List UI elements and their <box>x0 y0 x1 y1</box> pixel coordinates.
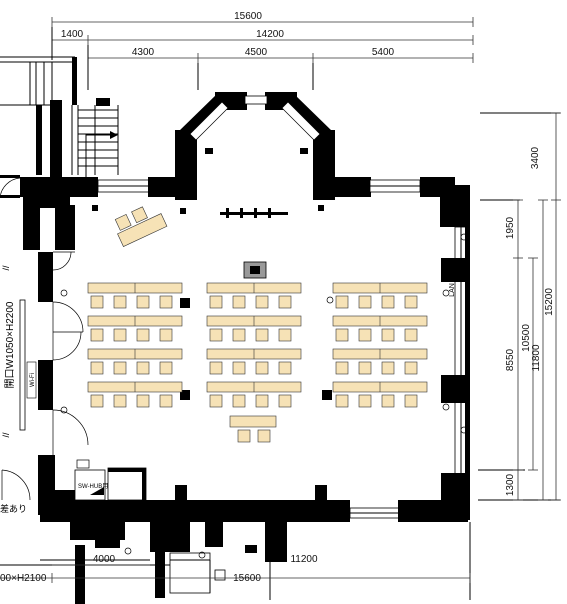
chair <box>255 361 269 375</box>
chair <box>335 361 349 375</box>
chair <box>159 295 173 309</box>
chair <box>159 361 173 375</box>
chair <box>209 295 223 309</box>
dim-seg1: 4300 <box>132 47 155 58</box>
sw-hub-label: SW-HUB用 <box>78 483 108 490</box>
dim-right-8550: 8550 <box>505 348 516 371</box>
dim-top-total: 15600 <box>234 11 262 22</box>
door-size-label: 開口W1050×H2200 <box>4 301 16 388</box>
chair <box>257 429 271 443</box>
break-mark-2: // <box>1 432 11 438</box>
break-mark-1: // <box>1 265 11 271</box>
chair <box>90 361 104 375</box>
chair <box>113 328 127 342</box>
chair <box>358 394 372 408</box>
chair <box>404 394 418 408</box>
chair <box>159 328 173 342</box>
chair <box>159 394 173 408</box>
chair <box>404 295 418 309</box>
chair <box>90 328 104 342</box>
front-table <box>229 415 277 428</box>
chair <box>209 394 223 408</box>
chair <box>136 295 150 309</box>
chair <box>136 361 150 375</box>
chair <box>335 328 349 342</box>
chair <box>381 295 395 309</box>
bottom-dimensions: 00×H2100 15600 4000 11200 <box>0 554 471 584</box>
dim-right-1300: 1300 <box>505 473 516 496</box>
chair <box>381 361 395 375</box>
chair <box>136 328 150 342</box>
chair <box>136 394 150 408</box>
chair <box>113 295 127 309</box>
dim-top-right: 14200 <box>256 29 284 40</box>
chair <box>358 328 372 342</box>
seating-layout <box>87 282 428 443</box>
labels: 開口W1050×H2200 Wi-Fi LAN SW-HUB用 差あり // /… <box>0 265 456 514</box>
chair <box>255 328 269 342</box>
chair <box>232 394 246 408</box>
dim-top-left: 1400 <box>61 29 84 40</box>
chair <box>278 394 292 408</box>
chair <box>404 328 418 342</box>
left-doors <box>1 251 89 501</box>
dim-right-1950: 1950 <box>505 216 516 239</box>
chair <box>255 394 269 408</box>
room-walls <box>0 92 471 604</box>
chair <box>278 361 292 375</box>
right-dimensions: 3400 1950 8550 10500 11800 15200 1300 <box>478 112 561 501</box>
dim-right-10500: 10500 <box>521 324 532 352</box>
reception-desk <box>114 206 168 247</box>
top-dimensions: 15600 1400 14200 4300 4500 5400 <box>51 11 474 90</box>
wifi-label: Wi-Fi <box>30 373 36 387</box>
dim-bottom-4000: 4000 <box>93 554 116 565</box>
dim-right-top: 3400 <box>530 146 541 169</box>
dim-seg2: 4500 <box>245 47 268 58</box>
dim-bottom-11200: 11200 <box>290 554 318 565</box>
chair <box>255 295 269 309</box>
chair <box>232 295 246 309</box>
chair <box>209 328 223 342</box>
staircase <box>0 56 119 199</box>
dim-right-15200: 15200 <box>544 288 555 316</box>
door-size-bottom: 00×H2100 <box>0 573 47 584</box>
chair <box>113 394 127 408</box>
step-label: 差あり <box>0 503 27 514</box>
dim-bottom-15600: 15600 <box>233 573 261 584</box>
chair <box>232 361 246 375</box>
lan-label: LAN <box>449 283 456 297</box>
chair <box>381 394 395 408</box>
chair <box>113 361 127 375</box>
chair <box>232 328 246 342</box>
chair <box>90 394 104 408</box>
chair <box>90 295 104 309</box>
chair <box>237 429 251 443</box>
chair <box>335 295 349 309</box>
chair <box>358 295 372 309</box>
chair <box>278 295 292 309</box>
chair <box>335 394 349 408</box>
dim-seg3: 5400 <box>372 47 395 58</box>
chair <box>209 361 223 375</box>
chair <box>381 328 395 342</box>
dim-right-11800: 11800 <box>531 344 542 372</box>
chair <box>358 361 372 375</box>
chair <box>278 328 292 342</box>
chair <box>404 361 418 375</box>
equipment <box>60 148 468 559</box>
